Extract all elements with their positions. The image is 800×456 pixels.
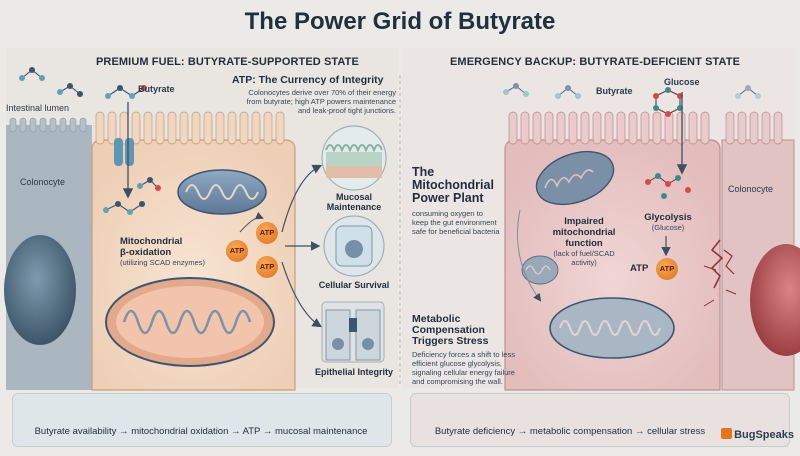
compensation-desc-2: efficient glucose glycolysis, (412, 359, 502, 368)
power-plant-desc-2: keep the gut environment (412, 218, 497, 227)
glycolysis-label: Glycolysis (644, 212, 692, 223)
compensation-line-1: Metabolic (412, 313, 461, 325)
brand-mark-icon (721, 428, 733, 439)
impaired-line-3: (lack of fuel/SCAD (553, 249, 615, 258)
atp-currency-block: ATP: The Currency of Integrity Colonocyt… (232, 74, 396, 115)
power-plant-block: The Mitochondrial Power Plant consuming … (412, 165, 508, 237)
compensation-desc-3: signaling cellular energy failure (412, 368, 515, 377)
glycolysis-block: Glycolysis (Glucose) (636, 212, 700, 232)
compensation-block: Metabolic Compensation Triggers Stress D… (412, 313, 522, 387)
power-plant-line-1: The (412, 165, 435, 179)
outcome-mucosal: Mucosal Maintenance (318, 192, 390, 212)
power-plant-desc-1: consuming oxygen to (412, 209, 483, 218)
compensation-desc-4: and compromising the wall. (412, 377, 503, 386)
beta-line-2: β-oxidation (120, 247, 172, 258)
compensation-line-3: Triggers Stress (412, 335, 489, 347)
beta-line-1: Mitochondrial (120, 236, 183, 247)
right-summary-caption: Butyrate deficiency → metabolic compensa… (434, 426, 706, 437)
glycolysis-sub: (Glucose) (651, 223, 685, 232)
brand-logo: BugSpeaks (721, 428, 794, 441)
atp-coin: ATP (226, 240, 248, 262)
power-plant-line-2: Mitochondrial (412, 178, 494, 192)
outcome-mucosal-line-2: Maintenance (326, 202, 382, 212)
impaired-line-1: Impaired (564, 216, 604, 227)
atp-coin-right: ATP (656, 258, 678, 280)
left-summary-bar (12, 393, 392, 447)
impaired-line-4: activity) (571, 258, 597, 267)
right-panel-title: EMERGENCY BACKUP: BUTYRATE-DEFICIENT STA… (450, 56, 741, 68)
power-plant-desc-3: safe for beneficial bacteria (412, 227, 500, 236)
atp-coin: ATP (256, 256, 278, 278)
butyrate-label: Butyrate (138, 84, 175, 94)
atp-desc-line-2: from butyrate; high ATP powers maintenan… (246, 97, 396, 106)
outcome-survival: Cellular Survival (318, 280, 390, 290)
beta-line-3: (utilizing SCAD enzymes) (120, 258, 206, 267)
atp-coin: ATP (256, 222, 278, 244)
glucose-label: Glucose (664, 77, 700, 87)
atp-label-right: ATP (630, 263, 649, 274)
atp-desc-line-3: and leak-proof tight junctions. (298, 106, 396, 115)
butyrate-label-right: Butyrate (596, 86, 633, 96)
colonocyte-label-right: Colonocyte (728, 184, 774, 194)
power-plant-line-3: Power Plant (412, 191, 484, 205)
page-title: The Power Grid of Butyrate (244, 8, 556, 35)
atp-heading: ATP: The Currency of Integrity (232, 74, 384, 86)
outcome-mucosal-line-1: Mucosal (335, 192, 372, 202)
compensation-line-2: Compensation (412, 324, 485, 336)
colonocyte-label-left: Colonocyte (20, 177, 66, 187)
left-summary-caption: Butyrate availability → mitochondrial ox… (34, 426, 368, 437)
left-panel-title: PREMIUM FUEL: BUTYRATE-SUPPORTED STATE (96, 56, 359, 68)
outcome-epithelial: Epithelial Integrity (314, 367, 393, 377)
intestinal-lumen-label: Intestinal lumen (6, 103, 70, 113)
brand-name: BugSpeaks (734, 429, 794, 441)
compensation-desc-1: Deficiency forces a shift to less (412, 350, 515, 359)
atp-desc-line-1: Colonocytes derive over 70% of their ene… (248, 88, 396, 97)
impaired-block: Impaired mitochondrial function (lack of… (534, 216, 634, 267)
beta-oxidation-label: Mitochondrial β-oxidation (utilizing SCA… (120, 236, 205, 267)
impaired-line-2: mitochondrial function (552, 227, 616, 249)
